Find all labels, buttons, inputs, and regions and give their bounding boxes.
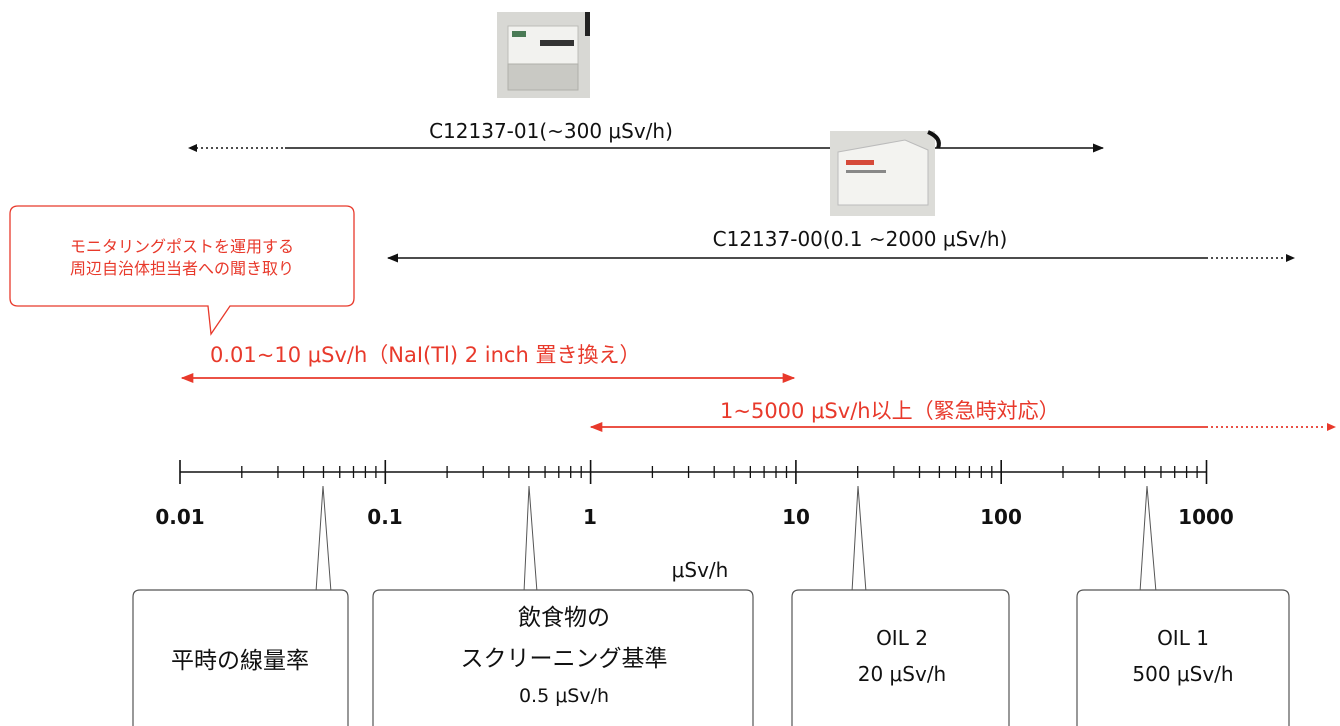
- requirement-label-nai: 0.01~10 μSv/h（NaI(Tl) 2 inch 置き換え）: [210, 343, 640, 367]
- tick-label-1000: 1000: [1178, 505, 1234, 529]
- reference-pointers: [315, 485, 1157, 593]
- reference-name-food-line2: スクリーニング基準: [461, 646, 668, 672]
- requirement-label-emergency: 1~5000 μSv/h以上（緊急時対応）: [720, 399, 1060, 423]
- reference-box-oil1: OIL 1 500 μSv/h: [1076, 589, 1290, 726]
- reference-value-oil1: 500 μSv/h: [1132, 662, 1233, 686]
- reference-box-baseline: 平時の線量率: [132, 589, 349, 726]
- callout-line-2: 周辺自治体担当者への聞き取り: [70, 259, 294, 278]
- tick-label-100: 100: [980, 505, 1022, 529]
- log-axis: 0.01 0.1 1 10 100 1000 μSv/h: [155, 460, 1234, 582]
- axis-minor-ticks: [241, 466, 1198, 478]
- detector-label-c12137-01: C12137-01(~300 μSv/h): [429, 119, 673, 143]
- range-arrow-requirement-emergency: [589, 421, 1336, 433]
- reference-box-food-screening: 飲食物の スクリーニング基準 0.5 μSv/h: [372, 589, 754, 726]
- reference-name-oil1: OIL 1: [1157, 626, 1209, 650]
- axis-major-ticks: [179, 460, 1208, 484]
- tick-label-0.1: 0.1: [367, 505, 402, 529]
- axis-unit-label: μSv/h: [672, 558, 729, 582]
- reference-name-baseline: 平時の線量率: [171, 648, 309, 674]
- reference-name-food-line1: 飲食物の: [518, 605, 610, 631]
- reference-box-oil2: OIL 2 20 μSv/h: [791, 589, 1010, 726]
- tick-label-1: 1: [583, 505, 597, 529]
- callout-line-1: モニタリングポストを運用する: [70, 237, 294, 256]
- tick-label-0.01: 0.01: [155, 505, 204, 529]
- reference-name-oil2: OIL 2: [876, 626, 928, 650]
- reference-value-food: 0.5 μSv/h: [519, 685, 609, 707]
- reference-value-oil2: 20 μSv/h: [858, 662, 946, 686]
- detector-photo-c12137-01: [497, 12, 590, 98]
- detector-label-c12137-00: C12137-00(0.1 ~2000 μSv/h): [713, 227, 1008, 251]
- detector-photo-c12137-00: [830, 130, 941, 216]
- range-arrow-c12137-01: [188, 143, 1105, 153]
- tick-label-10: 10: [782, 505, 810, 529]
- callout-box: モニタリングポストを運用する 周辺自治体担当者への聞き取り: [9, 205, 355, 336]
- range-arrow-c12137-00: [386, 253, 1295, 263]
